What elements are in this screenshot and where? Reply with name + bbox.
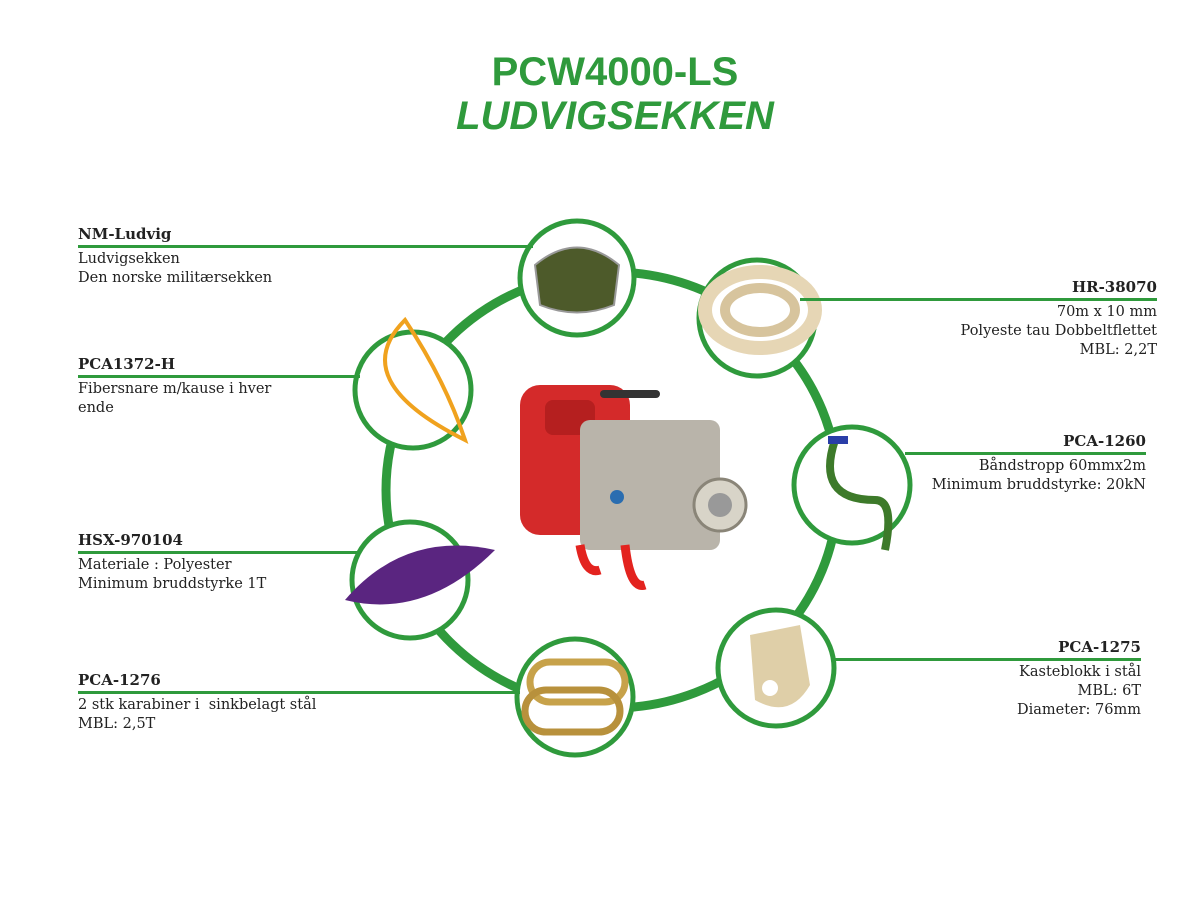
block-image [750, 625, 810, 708]
item-code: PCA-1260 [1063, 432, 1146, 450]
product-title: PCW4000-LS [491, 50, 739, 94]
strap-circle [791, 424, 913, 546]
item-desc: Minimum bruddstyrke 1T [78, 576, 267, 592]
item-desc: Fibersnare m/kause i hver [78, 381, 272, 397]
item-desc: ende [78, 400, 114, 416]
winch-image [520, 385, 748, 590]
item-desc: MBL: 2,2T [1079, 342, 1157, 358]
item-desc: Ludvigsekken [78, 251, 180, 267]
item-desc: MBL: 6T [1077, 683, 1141, 699]
item-desc: Polyeste tau Dobbeltflettet [960, 323, 1157, 339]
item-desc: Båndstropp 60mmx2m [978, 458, 1146, 474]
item-code: PCA-1276 [78, 671, 161, 689]
item-desc: Materiale : Polyester [78, 557, 232, 573]
karabiner-circle [514, 636, 636, 758]
item-code: NM-Ludvig [78, 225, 172, 243]
fibersnare-image [383, 316, 469, 444]
bag-image [533, 246, 621, 314]
divider [78, 375, 360, 378]
item-pca-1260: PCA-1260 Båndstropp 60mmx2m Minimum brud… [905, 432, 1146, 495]
item-hsx-970104: HSX-970104 Materiale : Polyester Minimum… [78, 531, 360, 594]
divider [78, 245, 533, 248]
roundsling-image [345, 545, 495, 605]
divider [78, 551, 360, 554]
item-code: HR-38070 [1071, 278, 1157, 296]
item-desc: Minimum bruddstyrke: 20kN [931, 477, 1146, 493]
item-code: PCA-1275 [1058, 638, 1141, 656]
rope-image [698, 265, 822, 355]
item-code: HSX-970104 [78, 531, 183, 549]
item-nm-ludvig: NM-Ludvig Ludvigsekken Den norske militæ… [78, 225, 533, 288]
divider [835, 658, 1141, 661]
item-desc: 70m x 10 mm [1056, 304, 1157, 320]
divider [78, 691, 520, 694]
item-pca1372-h: PCA1372-H Fibersnare m/kause i hver ende [78, 355, 360, 418]
item-desc: Diameter: 76mm [1016, 702, 1141, 718]
divider [800, 298, 1157, 301]
item-code: PCA1372-H [78, 355, 176, 373]
item-desc: MBL: 2,5T [78, 716, 156, 732]
karabiner-image [521, 658, 629, 736]
item-desc: 2 stk karabiner i sinkbelagt stål [78, 697, 317, 713]
divider [905, 452, 1146, 455]
item-pca-1276: PCA-1276 2 stk karabiner i sinkbelagt st… [78, 671, 520, 734]
fibersnare-circle [352, 329, 474, 451]
product-subtitle: LUDVIGSEKKEN [456, 94, 774, 138]
item-hr-38070: HR-38070 70m x 10 mm Polyeste tau Dobbel… [800, 278, 1157, 360]
strap-image [826, 436, 893, 551]
item-desc: Den norske militærsekken [78, 270, 273, 286]
item-pca-1275: PCA-1275 Kasteblokk i stål MBL: 6T Diame… [835, 638, 1141, 720]
item-desc: Kasteblokk i stål [1019, 664, 1141, 680]
